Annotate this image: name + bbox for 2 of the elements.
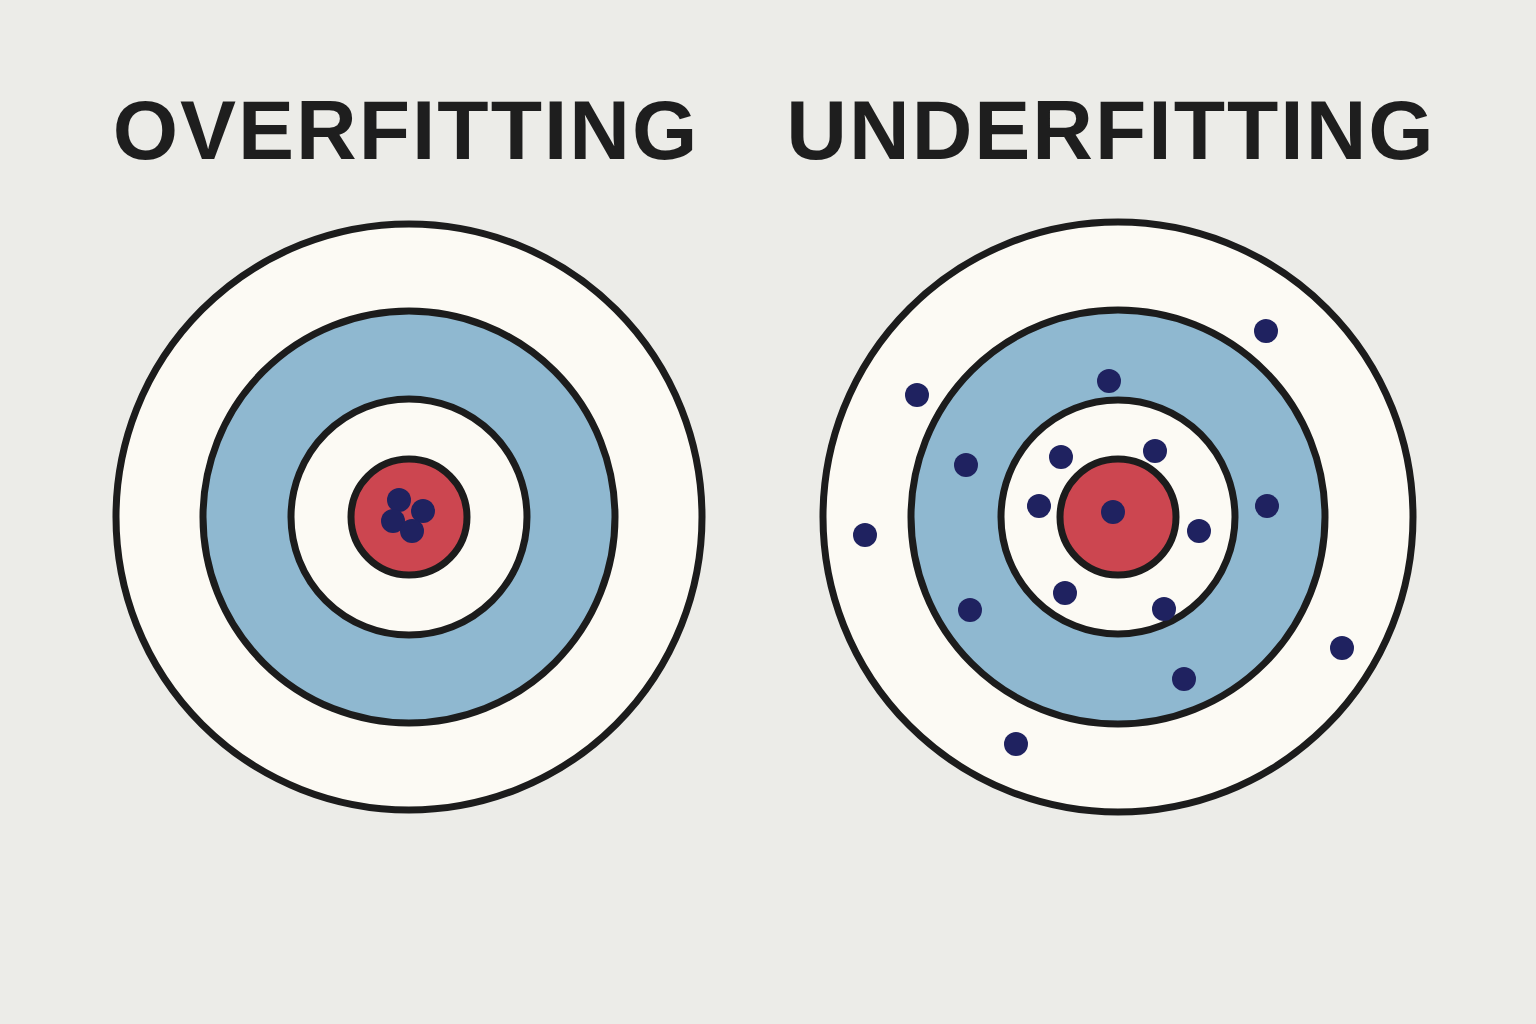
heading: OVERFITTING (112, 88, 700, 172)
heading: UNDERFITTING (786, 88, 1436, 172)
